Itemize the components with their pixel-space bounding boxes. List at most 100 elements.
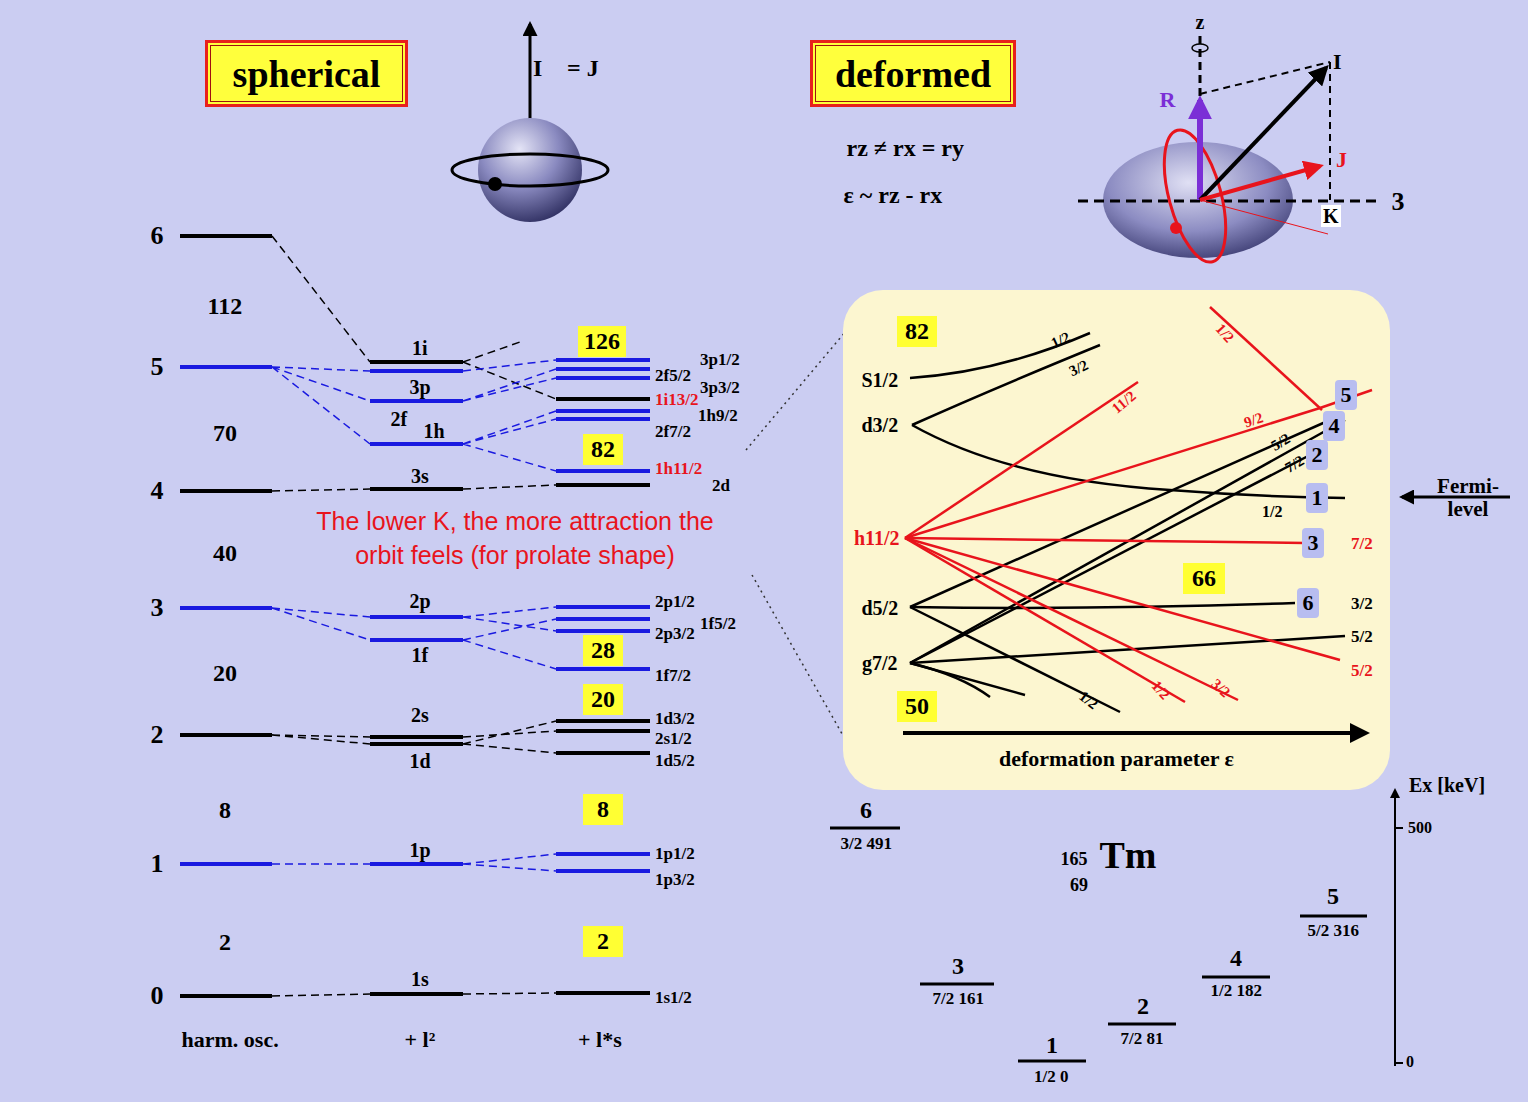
text-label: 3p3/2 bbox=[700, 379, 740, 398]
text-label: 1i bbox=[412, 337, 428, 359]
state-number-box: 3 bbox=[1302, 528, 1324, 558]
text-label: 70 bbox=[213, 420, 237, 446]
text-label: 1/2 182 bbox=[1211, 982, 1262, 1001]
text-label: 1f7/2 bbox=[655, 667, 691, 686]
text-label: 1/2 0 bbox=[1034, 1068, 1068, 1087]
text-label: 3p bbox=[410, 376, 431, 398]
orbit-label: 3/2 bbox=[1207, 675, 1232, 700]
state-number-box: 5 bbox=[1335, 380, 1357, 410]
node-text: spherical bbox=[233, 52, 381, 96]
sphere-illustration bbox=[452, 24, 608, 222]
node-text: 8 bbox=[597, 796, 609, 823]
text-label: 69 bbox=[1070, 876, 1088, 896]
text-label: 2d bbox=[712, 477, 730, 496]
orbit-label: 1/2 bbox=[1148, 677, 1173, 702]
text-label: 1f bbox=[412, 644, 429, 666]
node-text: 20 bbox=[591, 686, 615, 713]
note-patch bbox=[296, 502, 736, 576]
orbit-label: 3/2 bbox=[1351, 595, 1373, 614]
state-number-box: 1 bbox=[1306, 483, 1328, 513]
text-label: 165 bbox=[1061, 850, 1088, 870]
text-label: 8 bbox=[219, 797, 231, 823]
inset-panel: deformation parameter ε825421366650 bbox=[843, 290, 1390, 790]
text-label: 4 bbox=[151, 477, 164, 506]
text-label: 7/2 81 bbox=[1121, 1030, 1164, 1049]
text-label: 500 bbox=[1408, 819, 1432, 837]
node-text: deformation parameter ε bbox=[999, 746, 1234, 772]
text-label: 2 bbox=[1137, 993, 1149, 1019]
node-text: 28 bbox=[591, 637, 615, 664]
magic-number-box: 28 bbox=[583, 635, 623, 666]
text-label: J⃗ bbox=[1336, 148, 1364, 172]
text-label: 1p bbox=[410, 839, 431, 861]
text-label: 4 bbox=[1230, 945, 1242, 971]
state-number-box: 2 bbox=[1306, 440, 1328, 470]
text-label: 3 bbox=[151, 594, 164, 623]
magic-number-box: 66 bbox=[1183, 563, 1225, 594]
tm-levels bbox=[830, 790, 1403, 1066]
text-label: 6 bbox=[860, 797, 872, 823]
text-label: 1p1/2 bbox=[655, 845, 695, 864]
node-text: 2 bbox=[1312, 442, 1323, 468]
title-box: spherical bbox=[205, 40, 408, 107]
orbit-label: g7/2 bbox=[862, 652, 898, 674]
text-label: 112 bbox=[208, 293, 243, 319]
text-label: harm. osc. bbox=[182, 1028, 279, 1052]
text-label: 0 bbox=[151, 982, 164, 1011]
text-label: 2 bbox=[219, 929, 231, 955]
orbit-label: 3/2 bbox=[1066, 356, 1090, 379]
text-label: h11/2 bbox=[854, 527, 900, 549]
node-text: 6 bbox=[1303, 590, 1314, 616]
node-text: 82 bbox=[591, 436, 615, 463]
node-text: deformed bbox=[835, 52, 991, 96]
text-label: 1h9/2 bbox=[698, 407, 738, 426]
orbit-label: 9/2 bbox=[1241, 409, 1264, 431]
text-label: 1d3/2 bbox=[655, 710, 695, 729]
magic-number-box: 20 bbox=[583, 684, 623, 715]
text-label: 3/2 491 bbox=[841, 835, 892, 854]
text-label: rz ≠ rx = ry bbox=[847, 135, 964, 161]
node-text: 126 bbox=[584, 328, 620, 355]
deformed-illustration bbox=[1078, 36, 1382, 268]
text-label: 2 bbox=[151, 721, 164, 750]
text-label: 6 bbox=[151, 222, 164, 251]
orbit-label: 5/2 bbox=[1351, 628, 1373, 647]
node-text: 50 bbox=[905, 693, 929, 720]
text-label: R⃗ bbox=[1160, 88, 1193, 112]
text-label: 1h bbox=[424, 420, 445, 442]
node-text: 1 bbox=[1312, 485, 1323, 511]
title-box: deformed bbox=[810, 40, 1016, 107]
text-label: I⃗ = J⃗ bbox=[533, 55, 617, 81]
text-label: 7/2 161 bbox=[933, 990, 984, 1009]
text-label: I⃗ bbox=[1333, 50, 1359, 74]
node-text: 5 bbox=[1341, 382, 1352, 408]
text-label: 2f5/2 bbox=[655, 367, 691, 386]
orbit-label: 1/2 bbox=[1212, 320, 1237, 345]
text-label: 3p1/2 bbox=[700, 351, 740, 370]
magic-number-box: 126 bbox=[578, 326, 626, 357]
text-label: d5/2 bbox=[862, 597, 899, 619]
level-lines bbox=[180, 236, 650, 996]
text-label: 2p1/2 bbox=[655, 593, 695, 612]
magic-number-box: 2 bbox=[583, 926, 623, 957]
orbit-label: 1/2 bbox=[1048, 328, 1072, 351]
text-label: 1d5/2 bbox=[655, 752, 695, 771]
text-label: 2p bbox=[410, 590, 431, 612]
orbit-label: 5/2 bbox=[1268, 430, 1293, 454]
text-label: 1d bbox=[410, 750, 431, 772]
inset-panel bbox=[843, 290, 1390, 790]
text-label: S1/2 bbox=[862, 369, 899, 391]
text-label: 5 bbox=[1327, 883, 1339, 909]
node-text: 66 bbox=[1192, 565, 1216, 592]
text-label: 3 bbox=[952, 953, 964, 979]
text-label: 2f7/2 bbox=[655, 423, 691, 442]
orbit-label: 7/2 bbox=[1282, 452, 1307, 476]
text-label: Ex [keV] bbox=[1409, 774, 1485, 796]
state-number-box: 6 bbox=[1297, 588, 1319, 618]
text-label: 2s1/2 bbox=[655, 730, 692, 749]
text-label: + l² bbox=[405, 1028, 436, 1052]
text-label: + l*s bbox=[578, 1028, 622, 1052]
text-label: 20 bbox=[213, 660, 237, 686]
text-label: 3s bbox=[411, 465, 429, 487]
orbit-label: 7/2 bbox=[1351, 535, 1373, 554]
